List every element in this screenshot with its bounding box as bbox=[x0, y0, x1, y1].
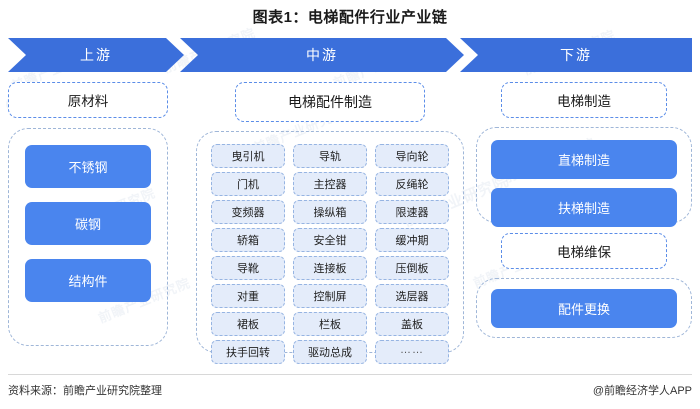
upstream-item-carbon-steel[interactable]: 碳钢 bbox=[25, 202, 151, 245]
banner-segment-upstream: 上游 bbox=[8, 38, 184, 72]
brand-note: @前瞻经济学人APP bbox=[592, 385, 692, 397]
upstream-item-stainless-steel[interactable]: 不锈钢 bbox=[25, 145, 151, 188]
midstream-item[interactable]: 导轨 bbox=[293, 144, 367, 168]
upstream-header: 原材料 bbox=[8, 82, 168, 118]
upstream-item-structural-part[interactable]: 结构件 bbox=[25, 259, 151, 302]
midstream-item[interactable]: 控制屏 bbox=[293, 284, 367, 308]
downstream-item-part-replacement[interactable]: 配件更换 bbox=[491, 288, 677, 328]
midstream-item[interactable]: 连接板 bbox=[293, 256, 367, 280]
downstream-column: 电梯制造 直梯制造 扶梯制造 电梯维保 配件更换 bbox=[476, 82, 692, 338]
midstream-item[interactable]: 驱动总成 bbox=[293, 340, 367, 364]
midstream-item[interactable]: 限速器 bbox=[375, 200, 449, 224]
midstream-item[interactable]: 变频器 bbox=[211, 200, 285, 224]
midstream-item[interactable]: 轿箱 bbox=[211, 228, 285, 252]
midstream-item[interactable]: 裙板 bbox=[211, 312, 285, 336]
midstream-items-box: 曳引机 导轨 导向轮 门机 主控器 反绳轮 变频器 操纵箱 限速器 轿箱 安全钳… bbox=[196, 131, 464, 364]
banner-label-midstream: 中游 bbox=[306, 47, 338, 63]
source-note: 资料来源：前瞻产业研究院整理 bbox=[8, 385, 162, 397]
banner-label-upstream: 上游 bbox=[80, 47, 112, 63]
midstream-item[interactable]: 曳引机 bbox=[211, 144, 285, 168]
midstream-item[interactable]: 门机 bbox=[211, 172, 285, 196]
midstream-item[interactable]: 选层器 bbox=[375, 284, 449, 308]
midstream-item[interactable]: 主控器 bbox=[293, 172, 367, 196]
midstream-item[interactable]: 反绳轮 bbox=[375, 172, 449, 196]
midstream-item[interactable]: 导靴 bbox=[211, 256, 285, 280]
midstream-item[interactable]: 操纵箱 bbox=[293, 200, 367, 224]
midstream-column: 电梯配件制造 曳引机 导轨 导向轮 门机 主控器 反绳轮 变频器 操纵箱 限速器… bbox=[196, 82, 464, 364]
downstream-item-escalator[interactable]: 扶梯制造 bbox=[491, 188, 677, 227]
midstream-item[interactable]: 盖板 bbox=[375, 312, 449, 336]
upstream-column: 原材料 不锈钢 碳钢 结构件 bbox=[8, 82, 168, 346]
downstream-manufacturing-box: 直梯制造 扶梯制造 bbox=[476, 127, 692, 227]
banner-label-downstream: 下游 bbox=[560, 47, 592, 63]
midstream-item[interactable]: 栏板 bbox=[293, 312, 367, 336]
midstream-item[interactable]: 扶手回转 bbox=[211, 340, 285, 364]
upstream-items-box: 不锈钢 碳钢 结构件 bbox=[8, 128, 168, 346]
footer-divider bbox=[8, 374, 692, 375]
midstream-item[interactable]: 压倒板 bbox=[375, 256, 449, 280]
midstream-header: 电梯配件制造 bbox=[235, 82, 425, 122]
downstream-header-manufacturing: 电梯制造 bbox=[501, 82, 667, 118]
downstream-item-straight-elevator[interactable]: 直梯制造 bbox=[491, 140, 677, 179]
banner-segment-midstream: 中游 bbox=[180, 38, 464, 72]
midstream-item-grid: 曳引机 导轨 导向轮 门机 主控器 反绳轮 变频器 操纵箱 限速器 轿箱 安全钳… bbox=[211, 144, 449, 364]
downstream-header-maintenance: 电梯维保 bbox=[501, 233, 667, 269]
downstream-maintenance-box: 配件更换 bbox=[476, 278, 692, 338]
midstream-item[interactable]: 导向轮 bbox=[375, 144, 449, 168]
chart-title: 图表1：电梯配件行业产业链 bbox=[252, 9, 448, 26]
industry-chain-banner: 上游 中游 下游 bbox=[8, 38, 692, 72]
banner-segment-downstream: 下游 bbox=[460, 38, 692, 72]
midstream-item[interactable]: 安全钳 bbox=[293, 228, 367, 252]
midstream-item[interactable]: 缓冲期 bbox=[375, 228, 449, 252]
midstream-item-more[interactable]: …… bbox=[375, 340, 449, 364]
midstream-item[interactable]: 对重 bbox=[211, 284, 285, 308]
